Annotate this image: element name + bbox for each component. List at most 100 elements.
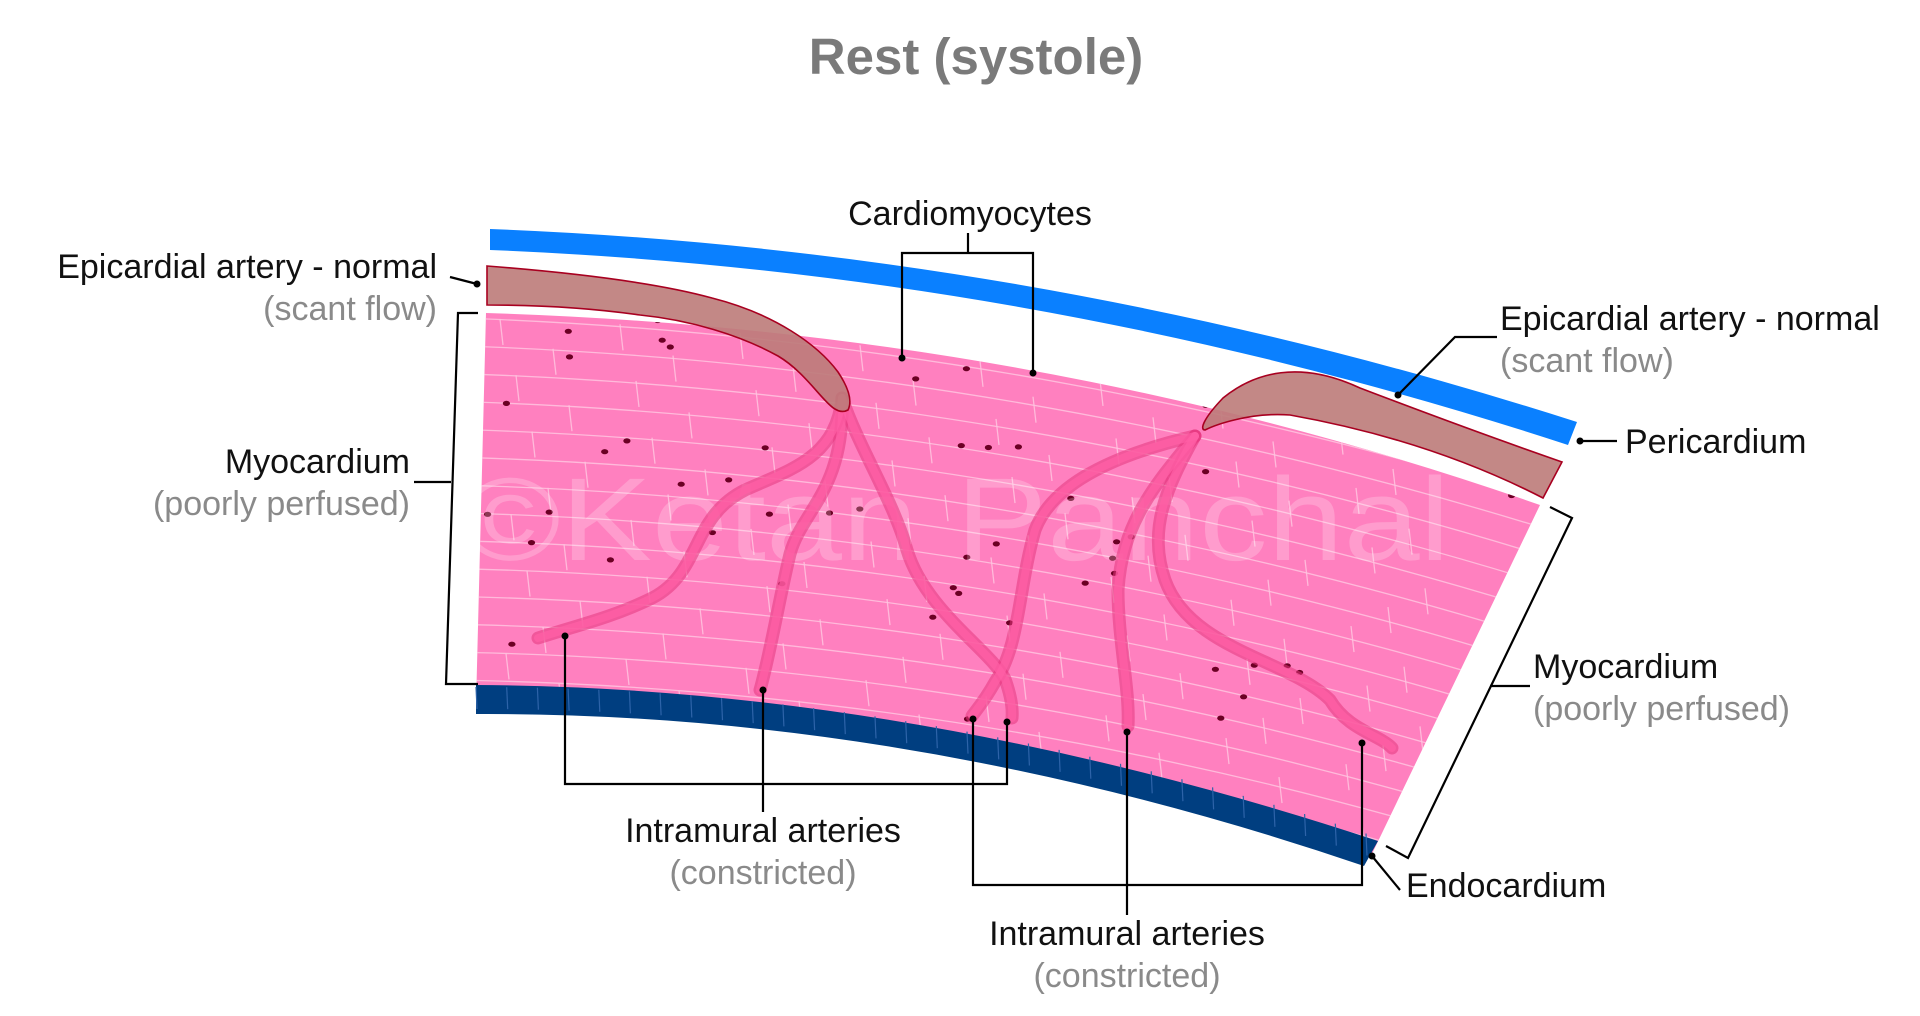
fiber-divider [1272, 441, 1277, 468]
fiber-divider [1387, 606, 1392, 634]
cardiomyocyte-nucleus [666, 344, 674, 350]
endocardium-tick [567, 688, 570, 711]
intramural-artery-lumens [534, 394, 1396, 752]
endocardium-tick [905, 721, 908, 744]
endocardium-tick [1334, 823, 1337, 846]
cardiomyocyte-nucleus [562, 817, 570, 823]
endocardium-tick [690, 695, 693, 718]
endocardium-tick [506, 687, 509, 710]
fiber-divider [1230, 599, 1235, 626]
fiber-divider [1022, 673, 1027, 700]
leader-dot-intramural-right-3 [1358, 739, 1366, 747]
leader-dot-cardiomyocytes-2 [1029, 369, 1037, 377]
fiber-divider [1048, 454, 1053, 482]
endocardium-tick [751, 701, 754, 724]
endocardium-tick [1304, 813, 1307, 837]
fiber-divider [750, 528, 755, 556]
label-myocardium-right: Myocardium [1533, 648, 1718, 686]
fiber-divider [662, 633, 667, 660]
fiber-divider [819, 619, 824, 646]
fiber-divider [1225, 737, 1230, 765]
label-intramural-arteries-left-sub: (constricted) [669, 854, 856, 892]
leader-dot-intramural-left-1 [561, 632, 569, 640]
fiber-divider [755, 390, 760, 417]
fiber-divider [1147, 555, 1152, 582]
fiber-divider [667, 494, 672, 521]
cardiomyocyte-nucleus [984, 444, 993, 451]
fiber-divider [1267, 579, 1272, 606]
label-epicardial-artery-left: Epicardial artery - normal [57, 248, 437, 286]
cardiomyocyte-nucleus [660, 849, 668, 855]
cardiomyocyte-nucleus [1014, 444, 1023, 450]
endocardium-tick [720, 698, 724, 721]
cardiomyocyte-nucleus [1150, 364, 1158, 370]
intramural-arteries [531, 391, 1399, 755]
cardiomyocyte-nucleus [623, 438, 631, 444]
label-myocardium-left-sub: (poorly perfused) [153, 485, 410, 523]
fiber-divider [547, 487, 552, 514]
fiber-divider [803, 561, 808, 589]
fiber-line [476, 345, 1540, 547]
fiber-divider [995, 418, 1000, 445]
cardiomyocyte-nucleus [564, 328, 572, 334]
cardiomyocyte-nucleus [734, 794, 742, 801]
fiber-divider [875, 402, 880, 429]
cardiomyocyte-nucleus [1240, 694, 1248, 700]
cardiomyocyte-nucleus [642, 734, 650, 740]
fiber-divider [699, 608, 704, 635]
fiber-divider [1278, 776, 1283, 804]
endocardium-tick [935, 726, 938, 749]
fiber-divider [1184, 534, 1189, 561]
label-intramural-arteries-right: Intramural arteries [989, 915, 1265, 953]
endocardium-tick [997, 737, 1000, 760]
fiber-divider [902, 656, 907, 683]
cardiomyocyte-nucleus [559, 793, 567, 799]
fiber-divider [870, 541, 875, 568]
cardiomyocyte-nucleus [992, 541, 1000, 547]
fiber-divider [865, 680, 870, 707]
fiber-divider [1424, 588, 1429, 615]
fiber-divider [928, 437, 933, 464]
endocardium-tick [1027, 743, 1030, 766]
fiber-divider [1345, 764, 1350, 791]
leader-dot-intramural-right-1 [969, 715, 977, 723]
cardiomyocyte-nucleus [1211, 666, 1219, 672]
fiber-divider [886, 599, 891, 626]
fiber-line [476, 568, 1540, 770]
fiber-divider [1366, 685, 1371, 712]
leader-epi-left [449, 275, 478, 286]
cardiomyocyte-nucleus [1081, 580, 1089, 586]
cardiomyocyte-nucleus [1202, 402, 1210, 408]
cardiomyocyte-nucleus [1508, 492, 1516, 499]
fiber-divider [1246, 658, 1251, 685]
cardiomyocyte-nucleus [677, 481, 685, 487]
cardiomyocyte-nucleus [1490, 841, 1498, 847]
endocardium-tick [598, 689, 601, 712]
labels: Epicardial artery - normal (scant flow) … [57, 195, 1880, 995]
cardiomyocyte-nucleus [601, 449, 609, 455]
cardiomyocyte-nucleus [658, 337, 666, 343]
fiber-divider [1355, 487, 1360, 515]
fiber-divider [619, 324, 624, 351]
leader-intramural-right [971, 719, 1364, 887]
cardiomyocyte-nucleus [545, 509, 553, 515]
fiber-divider [584, 461, 589, 488]
fiber-divider [990, 557, 995, 584]
fiber-divider [625, 658, 630, 685]
cardiomyocyte-nucleus [1202, 469, 1210, 475]
cardiomyocyte-nucleus [1186, 358, 1194, 364]
cardiomyocyte-nucleus [527, 540, 536, 546]
cardiomyocyte-nucleus [955, 590, 963, 597]
fiber-divider [787, 504, 792, 531]
fiber-divider [635, 380, 640, 408]
cardiomyocyte-nucleus [929, 614, 937, 620]
fiber-divider [1392, 468, 1397, 496]
fiber-divider [766, 586, 771, 613]
fiber-divider [1403, 666, 1408, 693]
cardiomyocyte-nucleus [761, 445, 769, 451]
endocardium-tick [1058, 749, 1061, 772]
fiber-divider [891, 460, 896, 487]
cardiomyocyte-nucleus [1067, 495, 1075, 501]
leader-dot-epi-right [1394, 391, 1402, 399]
cardiomyocyte-nucleus [949, 585, 957, 591]
